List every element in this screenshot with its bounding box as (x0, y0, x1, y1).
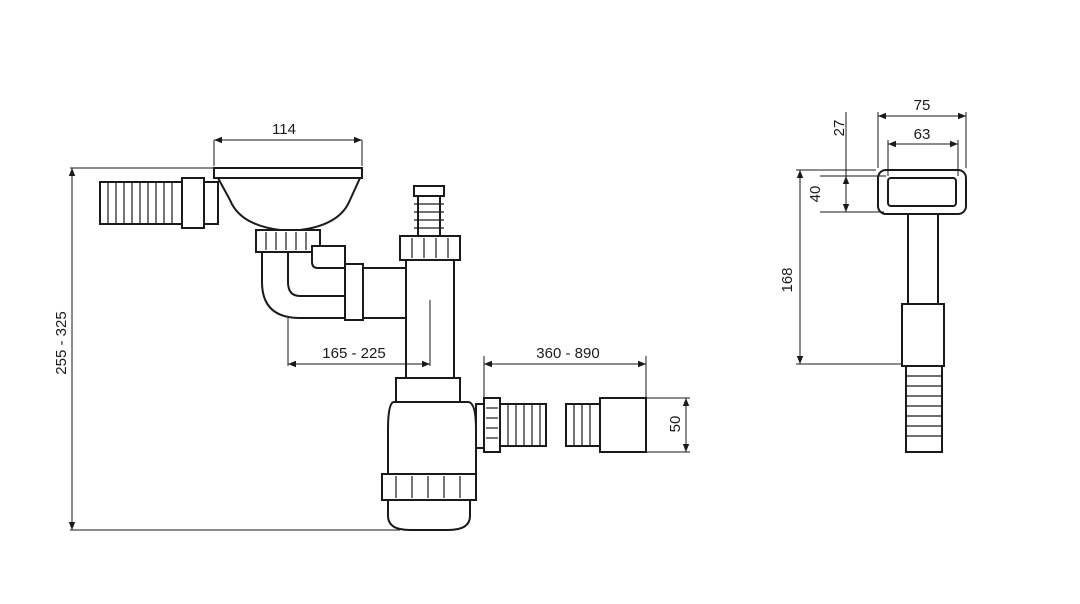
dim-overflow-inner-width: 63 (914, 126, 931, 143)
dim-extension-length: 360 - 890 (536, 345, 599, 362)
overflow-head-assembly (877, 169, 967, 453)
outlet-extension (565, 397, 647, 453)
dim-overflow-top-offset: 27 (831, 120, 848, 137)
dim-strainer-width: 114 (272, 121, 296, 138)
dim-overflow-outer-width: 75 (914, 97, 931, 114)
dim-total-height: 255 - 325 (53, 311, 70, 374)
siphon-assembly (99, 167, 647, 531)
dim-overflow-head-height: 40 (807, 186, 824, 203)
dim-branch-offset: 165 - 225 (322, 345, 385, 362)
dimension-lines (68, 112, 967, 531)
sink-strainer (213, 167, 363, 253)
dim-outlet-diameter: 50 (667, 416, 684, 433)
elbow-pipe (261, 245, 407, 321)
bottle-trap (381, 377, 547, 531)
overflow-hose-left (99, 177, 219, 229)
dim-overflow-length: 168 (779, 267, 796, 292)
